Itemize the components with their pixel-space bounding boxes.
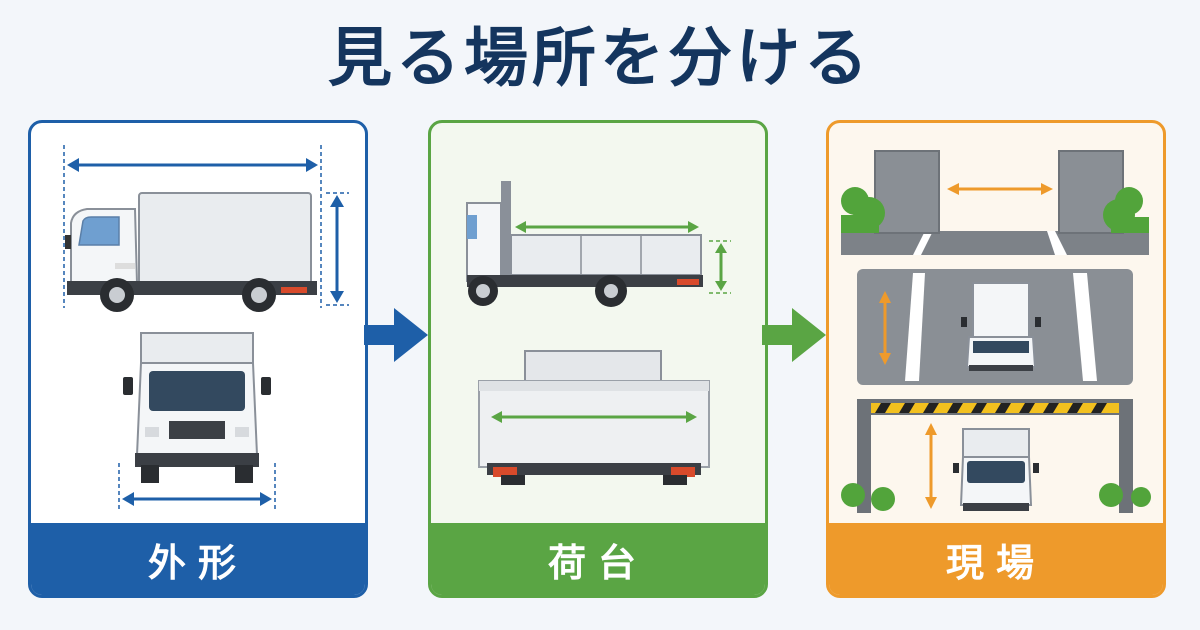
arrow-right-icon — [364, 308, 428, 362]
page-title: 見る場所を分ける — [328, 22, 872, 96]
height-arrow — [330, 195, 344, 303]
site-illustration — [841, 150, 1151, 513]
panel-exterior: 外形 — [28, 120, 368, 598]
panel-cargo-bed: 荷台 — [428, 120, 768, 598]
bed-width-arrow — [491, 411, 697, 423]
length-arrow — [67, 158, 318, 172]
gate-width-arrow — [947, 183, 1053, 195]
cargo-bed-illustration — [466, 181, 731, 485]
clearance-height-arrow — [925, 423, 937, 509]
width-arrow — [122, 492, 272, 506]
panel-site: 現場 — [826, 120, 1166, 598]
panel-label-cargo-bed: 荷台 — [431, 523, 765, 595]
gate-scene — [841, 150, 1149, 255]
road-scene — [857, 269, 1133, 385]
bed-height-arrow — [715, 243, 727, 291]
exterior-illustration — [63, 145, 349, 511]
flatbed-truck-side-view — [466, 181, 703, 307]
cargo-bed-rear-view — [478, 350, 710, 485]
bed-length-arrow — [515, 221, 699, 233]
height-barrier-scene — [841, 399, 1151, 513]
truck-side-view — [65, 192, 317, 312]
truck-front-view — [123, 332, 271, 483]
road-height-arrow — [879, 291, 891, 365]
panel-label-site: 現場 — [829, 523, 1163, 595]
arrow-right-icon — [762, 308, 826, 362]
panel-label-exterior: 外形 — [31, 523, 365, 595]
